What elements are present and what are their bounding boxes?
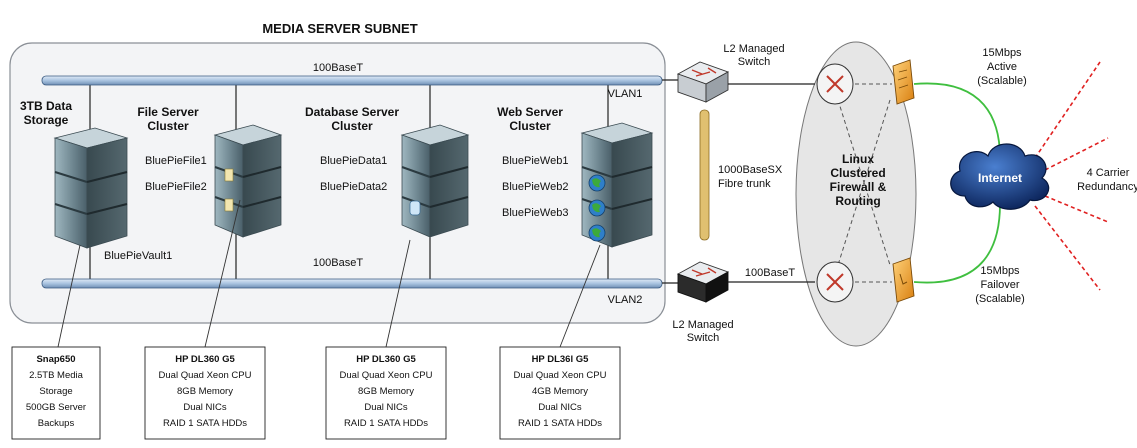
- svg-text:RAID 1 SATA HDDs: RAID 1 SATA HDDs: [518, 418, 602, 429]
- svg-text:Linux: Linux: [842, 152, 874, 166]
- spec-box-storage: Snap650 2.5TB Media Storage 500GB Server…: [11, 346, 101, 440]
- svg-text:Switch: Switch: [687, 332, 719, 344]
- svg-text:Cluster: Cluster: [331, 119, 373, 133]
- switch-top-icon: [676, 61, 730, 103]
- hostname-data2: BluePieData2: [320, 181, 387, 193]
- switch-top-label: L2 Managed Switch: [723, 43, 784, 68]
- svg-text:2.5TB Media: 2.5TB Media: [29, 370, 84, 381]
- firewall-bottom-icon: [892, 257, 915, 303]
- svg-text:Redundancy: Redundancy: [1077, 181, 1137, 193]
- svg-text:4GB Memory: 4GB Memory: [532, 386, 588, 397]
- storage-title: 3TB Data Storage: [20, 99, 72, 127]
- internet-cloud-icon: [950, 143, 1050, 210]
- svg-text:Backups: Backups: [38, 418, 75, 429]
- bus-vlan1: [41, 75, 663, 86]
- right-link-speed: 100BaseT: [745, 267, 795, 279]
- svg-text:Dual Quad Xeon CPU: Dual Quad Xeon CPU: [340, 370, 433, 381]
- svg-text:15Mbps: 15Mbps: [982, 47, 1022, 59]
- svg-text:(Scalable): (Scalable): [977, 75, 1027, 87]
- fibre-trunk-label: 1000BaseSX Fibre trunk: [718, 164, 783, 190]
- bus-top-vlan: VLAN1: [608, 88, 643, 100]
- wan-failover-label: 15Mbps Failover (Scalable): [975, 265, 1025, 305]
- page-title: MEDIA SERVER SUBNET: [262, 21, 417, 36]
- svg-text:Snap650: Snap650: [36, 354, 75, 365]
- switch-bottom-label: L2 Managed Switch: [672, 319, 733, 344]
- carrier-redundancy-label: 4 Carrier Redundancy: [1077, 167, 1137, 193]
- svg-text:500GB Server: 500GB Server: [26, 402, 86, 413]
- svg-text:3TB Data: 3TB Data: [20, 99, 72, 113]
- svg-text:Clustered: Clustered: [830, 166, 885, 180]
- fibre-trunk: [699, 109, 710, 241]
- svg-text:Cluster: Cluster: [509, 119, 551, 133]
- svg-text:15Mbps: 15Mbps: [980, 265, 1020, 277]
- svg-text:Storage: Storage: [39, 386, 72, 397]
- wan-active-label: 15Mbps Active (Scalable): [977, 47, 1027, 87]
- internet-label: Internet: [978, 171, 1022, 185]
- firewall-cluster-label: Linux Clustered Firewall & Routing: [830, 152, 887, 208]
- svg-text:Dual Quad Xeon CPU: Dual Quad Xeon CPU: [514, 370, 607, 381]
- spec-box-web: HP DL36l G5 Dual Quad Xeon CPU 4GB Memor…: [499, 346, 621, 440]
- svg-text:RAID 1 SATA HDDs: RAID 1 SATA HDDs: [163, 418, 247, 429]
- switch-bottom-icon: [676, 261, 730, 303]
- file-server-rack-icon: [213, 124, 283, 238]
- bus-top-speed: 100BaseT: [313, 62, 363, 74]
- svg-text:Dual Quad Xeon CPU: Dual Quad Xeon CPU: [159, 370, 252, 381]
- svg-text:1000BaseSX: 1000BaseSX: [718, 164, 783, 176]
- spec-box-file: HP DL360 G5 Dual Quad Xeon CPU 8GB Memor…: [144, 346, 266, 440]
- carrier-redundancy-lines: [1034, 61, 1109, 291]
- failover-cross-links: [837, 83, 892, 283]
- hostname-web2: BluePieWeb2: [502, 181, 568, 193]
- svg-text:(Scalable): (Scalable): [975, 293, 1025, 305]
- svg-text:8GB Memory: 8GB Memory: [177, 386, 233, 397]
- bus-vlan2: [41, 278, 663, 289]
- svg-text:Cluster: Cluster: [147, 119, 189, 133]
- file-cluster-title: File Server Cluster: [137, 105, 199, 133]
- svg-text:L2 Managed: L2 Managed: [672, 319, 733, 331]
- router-bottom-icon: [816, 261, 854, 303]
- bus-bottom-speed: 100BaseT: [313, 257, 363, 269]
- web-cluster-title: Web Server Cluster: [497, 105, 563, 133]
- hostname-file1: BluePieFile1: [145, 155, 207, 167]
- svg-text:HP DL36l G5: HP DL36l G5: [532, 354, 590, 365]
- web-server-rack-icon: [580, 122, 654, 248]
- svg-text:Switch: Switch: [738, 56, 770, 68]
- database-server-rack-icon: [400, 124, 470, 238]
- svg-text:Database Server: Database Server: [305, 105, 399, 119]
- svg-text:L2 Managed: L2 Managed: [723, 43, 784, 55]
- svg-text:RAID 1 SATA HDDs: RAID 1 SATA HDDs: [344, 418, 428, 429]
- hostname-web1: BluePieWeb1: [502, 155, 568, 167]
- svg-text:HP DL360 G5: HP DL360 G5: [356, 354, 416, 365]
- svg-text:Active: Active: [987, 61, 1017, 73]
- hostname-data1: BluePieData1: [320, 155, 387, 167]
- svg-text:Failover: Failover: [980, 279, 1019, 291]
- svg-text:Dual NICs: Dual NICs: [538, 402, 582, 413]
- spec-box-database: HP DL360 G5 Dual Quad Xeon CPU 8GB Memor…: [325, 346, 447, 440]
- hostname-vault1: BluePieVault1: [104, 250, 172, 262]
- svg-text:Routing: Routing: [835, 194, 880, 208]
- svg-text:Storage: Storage: [24, 113, 69, 127]
- spec-callout-lines: [57, 199, 601, 348]
- svg-text:Firewall &: Firewall &: [830, 180, 887, 194]
- wan-link-failover: [913, 203, 1001, 284]
- wan-link-active: [913, 82, 1001, 159]
- svg-text:HP DL360 G5: HP DL360 G5: [175, 354, 235, 365]
- svg-text:File Server: File Server: [137, 105, 199, 119]
- svg-text:Web Server: Web Server: [497, 105, 563, 119]
- firewall-top-icon: [892, 59, 915, 105]
- database-cluster-title: Database Server Cluster: [305, 105, 399, 133]
- router-top-icon: [816, 63, 854, 105]
- storage-rack-icon: [53, 127, 129, 249]
- svg-text:8GB Memory: 8GB Memory: [358, 386, 414, 397]
- svg-text:Fibre trunk: Fibre trunk: [718, 178, 771, 190]
- svg-text:Dual NICs: Dual NICs: [364, 402, 408, 413]
- subnet-panel: [9, 42, 666, 324]
- svg-text:4 Carrier: 4 Carrier: [1087, 167, 1130, 179]
- hostname-file2: BluePieFile2: [145, 181, 207, 193]
- bus-bottom-vlan: VLAN2: [608, 294, 643, 306]
- svg-text:Dual NICs: Dual NICs: [183, 402, 227, 413]
- hostname-web3: BluePieWeb3: [502, 207, 568, 219]
